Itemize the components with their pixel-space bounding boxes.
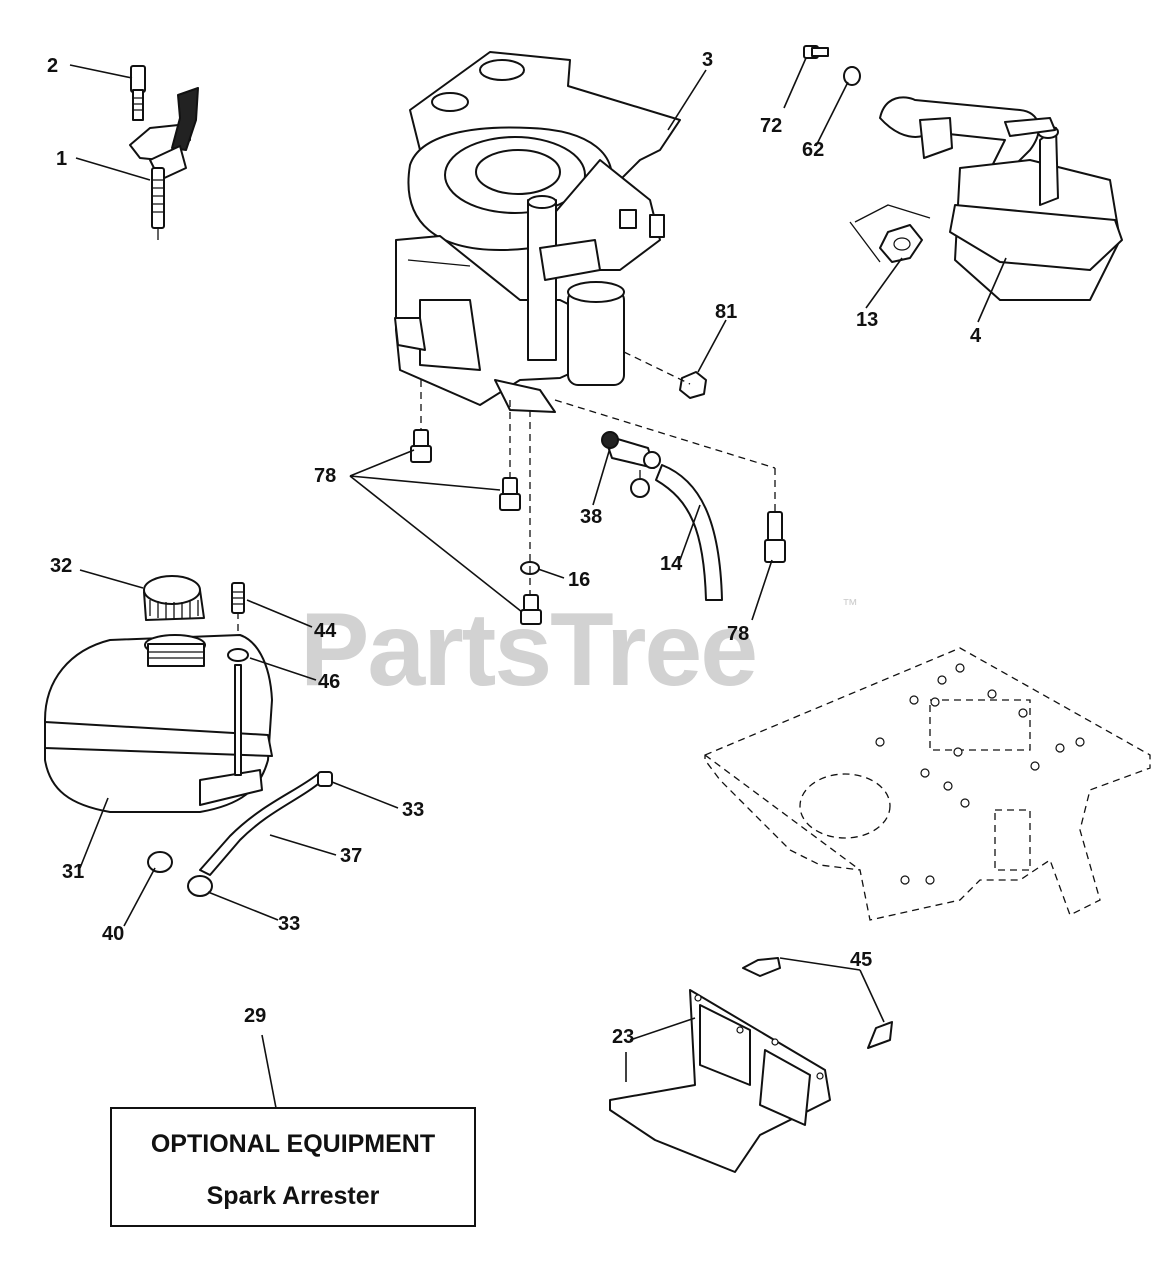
- callout-38: 38: [580, 506, 602, 528]
- fuel-tank-bolt-washer: [227, 582, 249, 776]
- fuel-line: [199, 773, 324, 876]
- muffler: [879, 96, 1123, 301]
- callout-81: 81: [715, 301, 737, 323]
- parts-tree-watermark: PartsTree ™: [300, 592, 858, 708]
- callout-78-left: 78: [314, 465, 336, 487]
- engine-mounting-bolts: [410, 429, 786, 625]
- exhaust-bolt-washer: [803, 45, 861, 86]
- callout-37: 37: [340, 845, 362, 867]
- optional-equipment-item: Spark Arrester: [207, 1182, 380, 1210]
- callout-14: 14: [660, 553, 683, 575]
- callout-46: 46: [318, 671, 340, 693]
- hose-clamp-lower: [187, 875, 213, 897]
- callout-72: 72: [760, 115, 782, 137]
- callout-16: 16: [568, 569, 590, 591]
- callout-40: 40: [102, 923, 124, 945]
- callout-leaders: [69, 57, 1007, 1109]
- engine-mounting-frame: [704, 647, 1151, 921]
- callout-13: 13: [856, 309, 878, 331]
- drain-hose: [655, 464, 723, 601]
- callout-31: 31: [62, 861, 84, 883]
- callout-78-right: 78: [727, 623, 749, 645]
- callout-2: 2: [47, 55, 58, 77]
- callout-32: 32: [50, 555, 72, 577]
- callout-44: 44: [314, 620, 337, 642]
- grommet-40: [147, 851, 173, 873]
- callout-labels: 2 1 3 4 13 14 16 23 29 31 32 33 33 37 38…: [47, 49, 982, 1048]
- callout-23: 23: [612, 1026, 634, 1048]
- watermark-trademark: ™: [842, 597, 858, 614]
- callout-1: 1: [56, 148, 67, 170]
- callout-3: 3: [702, 49, 713, 71]
- fuel-tank: [44, 634, 273, 813]
- optional-equipment-box: OPTIONAL EQUIPMENT Spark Arrester: [110, 1107, 476, 1227]
- callout-29: 29: [244, 1005, 266, 1027]
- optional-equipment-title: OPTIONAL EQUIPMENT: [151, 1130, 435, 1158]
- callout-4: 4: [970, 325, 982, 347]
- hose-clamp-upper: [317, 771, 333, 787]
- callout-33-lower: 33: [278, 913, 300, 935]
- callout-45: 45: [850, 949, 872, 971]
- nut-81: [679, 371, 707, 399]
- oil-drain-valve: [601, 431, 661, 498]
- callout-62: 62: [802, 139, 824, 161]
- engine: [394, 51, 681, 413]
- fuel-cap: [143, 575, 205, 621]
- spark-arrester-shield: [609, 957, 893, 1173]
- throttle-control-assembly: [129, 65, 199, 240]
- callout-33-upper: 33: [402, 799, 424, 821]
